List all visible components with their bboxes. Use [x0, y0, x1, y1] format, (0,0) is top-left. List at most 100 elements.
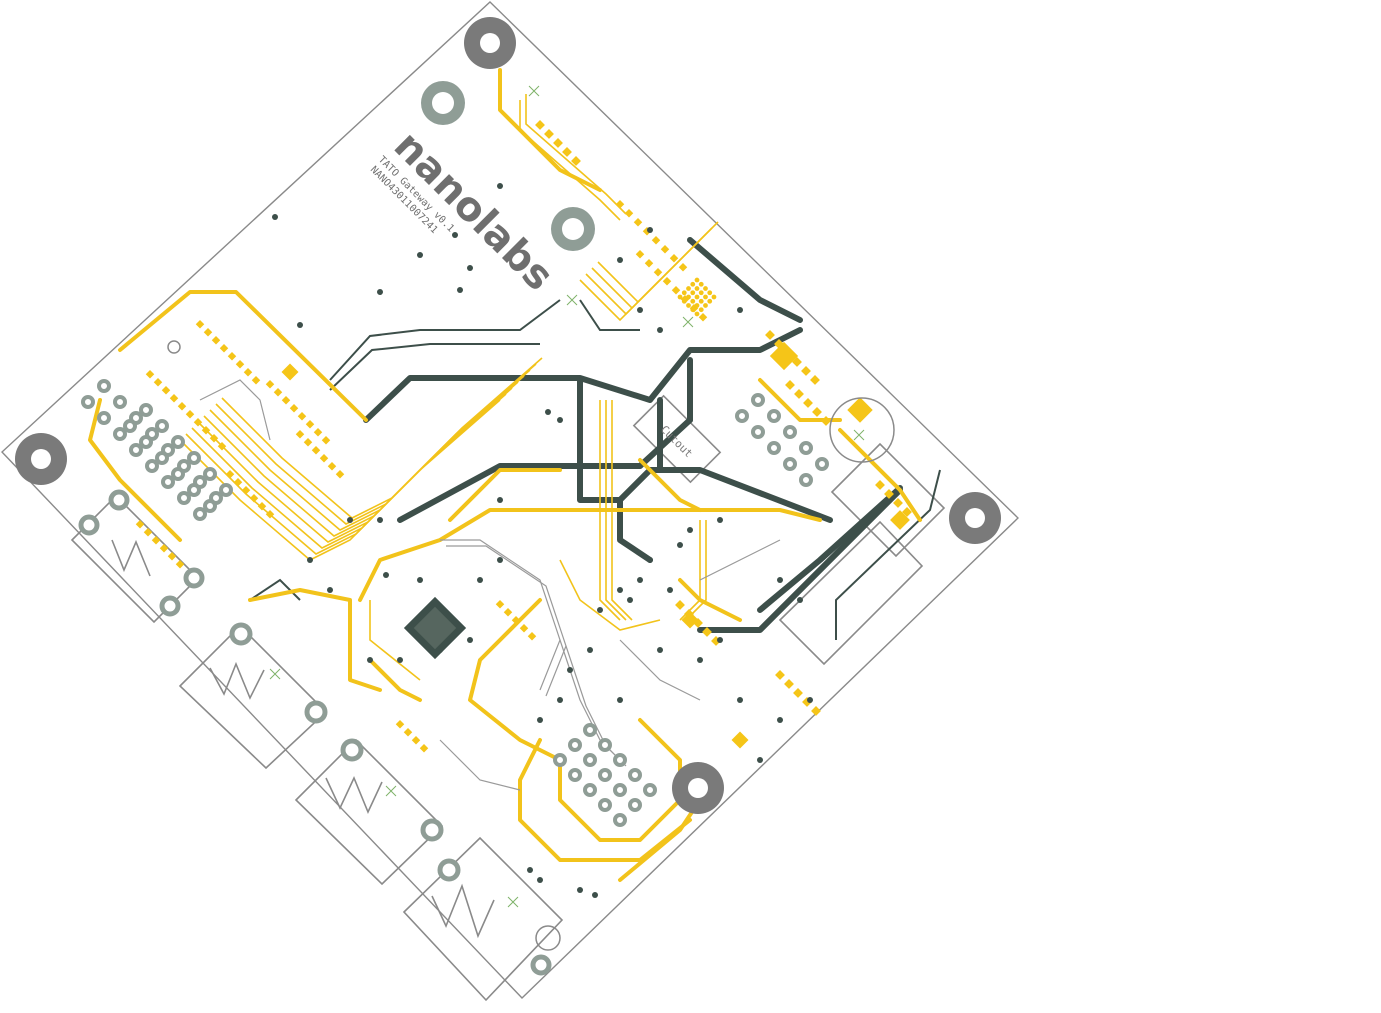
- smd-pad: [495, 600, 505, 609]
- connector-pin: [815, 457, 829, 471]
- smd-pad: [801, 365, 811, 376]
- connector-pin: [799, 441, 813, 455]
- connector-pin: [193, 507, 207, 521]
- smd-pad: [675, 600, 685, 610]
- via-icon: [737, 697, 743, 703]
- via-icon: [597, 607, 603, 613]
- via-icon: [497, 497, 503, 503]
- connector-pin: [113, 427, 127, 441]
- smd-pad: [784, 678, 794, 689]
- smd-pad: [311, 446, 321, 455]
- chip-icon: [403, 596, 467, 660]
- via-icon: [687, 527, 693, 533]
- via-icon: [347, 517, 353, 523]
- via-icon: [777, 717, 783, 723]
- via-icon: [592, 892, 598, 898]
- smd-pad: [403, 728, 413, 737]
- bga-ball: [703, 294, 708, 300]
- via-icon: [617, 257, 623, 263]
- connector-pin: [161, 475, 175, 489]
- plated-hole-icon: [551, 207, 595, 251]
- connector-pin: [598, 798, 612, 812]
- smd-pad: [544, 129, 554, 139]
- connector-pin: [751, 393, 765, 407]
- via-icon: [567, 667, 573, 673]
- smd-pad: [143, 528, 153, 537]
- connector-pin: [187, 483, 201, 497]
- connector-pin: [799, 473, 813, 487]
- via-icon: [417, 252, 423, 258]
- bga-ball: [686, 303, 691, 308]
- smd-pad: [794, 389, 804, 399]
- via-icon: [272, 214, 278, 220]
- connector-pin: [568, 738, 582, 752]
- bga-ball: [681, 298, 687, 304]
- connector-pin: [203, 499, 217, 513]
- via-icon: [737, 307, 743, 313]
- via-icon: [617, 697, 623, 703]
- via-icon: [377, 517, 383, 523]
- via-icon: [452, 232, 458, 238]
- smd-pad: [803, 397, 813, 408]
- smd-pad: [297, 412, 307, 421]
- smd-pad: [811, 706, 821, 716]
- via-icon: [637, 307, 643, 313]
- smd-pad: [553, 138, 563, 148]
- connector-pin: [177, 491, 191, 505]
- via-icon: [557, 417, 563, 423]
- smd-pad: [289, 404, 299, 413]
- smd-pad: [265, 380, 275, 389]
- connector-pin: [155, 419, 169, 433]
- smd-pad: [167, 552, 177, 561]
- via-icon: [537, 877, 543, 883]
- via-icon: [637, 577, 643, 583]
- bottom-copper-traces: [363, 237, 903, 633]
- smd-pad: [159, 544, 169, 553]
- connector-pin: [97, 411, 111, 425]
- via-icon: [297, 322, 303, 328]
- smd-pad: [527, 632, 537, 641]
- via-icon: [477, 577, 483, 583]
- via-icon: [677, 542, 683, 548]
- smd-pad: [810, 375, 820, 385]
- connector-pin: [613, 753, 627, 767]
- bga-ball: [698, 307, 704, 313]
- smd-pad: [812, 407, 822, 417]
- smd-pad: [902, 506, 912, 517]
- smd-pad: [562, 146, 572, 157]
- smd-pad: [821, 415, 831, 426]
- smd-pad: [257, 502, 267, 511]
- bga-ball: [698, 290, 704, 296]
- mount-hole-icon: [15, 433, 67, 485]
- bga-ball: [707, 298, 713, 304]
- bga-ball: [686, 286, 691, 291]
- connector-pin: [583, 753, 597, 767]
- large-pad: [731, 731, 749, 749]
- via-icon: [545, 409, 551, 415]
- smd-pad: [295, 430, 305, 439]
- via-icon: [587, 647, 593, 653]
- connector-pin: [783, 457, 797, 471]
- via-icon: [807, 697, 813, 703]
- via-icon: [627, 597, 633, 603]
- connector-pin: [171, 435, 185, 449]
- bga-ball: [694, 311, 700, 317]
- connector-pin: [767, 409, 781, 423]
- bga-ball: [690, 281, 696, 287]
- bga-ball: [677, 294, 683, 300]
- smd-pad: [319, 454, 329, 463]
- smd-pad: [313, 427, 323, 437]
- bga-ball: [694, 277, 700, 283]
- bga-ball: [690, 298, 696, 304]
- bga-ball: [711, 294, 717, 300]
- smd-pad: [571, 155, 581, 166]
- via-icon: [327, 587, 333, 593]
- via-icon: [667, 587, 673, 593]
- smd-pad: [702, 626, 712, 637]
- connector-pin: [97, 379, 111, 393]
- smd-pad: [793, 687, 803, 698]
- via-icon: [397, 657, 403, 663]
- via-icon: [367, 657, 373, 663]
- connector-pin: [598, 768, 612, 782]
- smd-pad: [303, 437, 313, 447]
